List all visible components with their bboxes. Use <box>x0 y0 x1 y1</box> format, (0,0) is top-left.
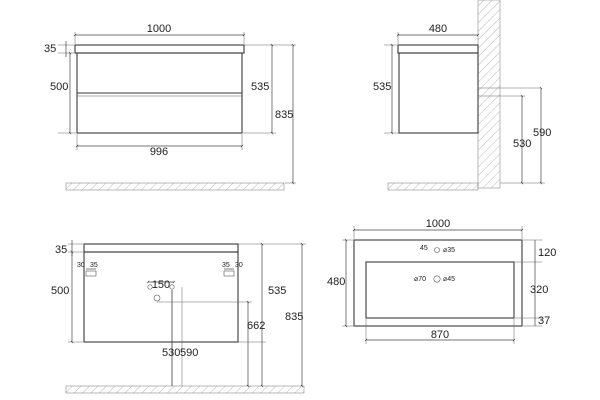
back-height-right-label: 535 <box>268 285 286 297</box>
front-view: 1000 35 500 996 535 835 <box>44 23 296 191</box>
back-left-offset-a: 30 <box>77 262 85 269</box>
back-drain-hole <box>153 294 161 302</box>
back-spacing-label: 150 <box>152 279 170 291</box>
back-right-offset-a: 35 <box>222 262 230 269</box>
side-wall <box>477 0 501 189</box>
front-top-thickness-label: 35 <box>44 43 56 55</box>
plan-outline <box>353 239 523 327</box>
plan-width-label: 1000 <box>426 218 450 230</box>
side-cabinet <box>398 52 479 134</box>
back-countertop <box>83 243 239 253</box>
front-floor <box>65 182 285 191</box>
side-mount-upper-label: 590 <box>533 127 551 139</box>
plan-basin <box>365 261 515 319</box>
back-pipe-hole-right <box>169 284 175 290</box>
plan-tap-offset-label: 45 <box>420 245 428 252</box>
plan-drain-hole-label: ⌀70 <box>414 276 426 283</box>
plan-drain-hole <box>433 275 441 283</box>
front-height-left-label: 500 <box>50 81 68 93</box>
plan-basin-depth-label: 320 <box>530 284 548 296</box>
plan-tap-hole <box>434 247 440 253</box>
plan-tap-hole-label: ⌀35 <box>443 247 455 254</box>
front-countertop <box>74 44 245 54</box>
front-height-right-label: 535 <box>251 81 269 93</box>
side-depth-label: 480 <box>429 23 447 35</box>
plan-depth-label: 480 <box>327 276 345 288</box>
back-view: 35 500 30 35 35 30 150 530 590 535 662 8… <box>51 240 306 394</box>
back-height-left-label: 500 <box>51 285 69 297</box>
side-floor <box>387 182 479 191</box>
side-mount-lower-label: 530 <box>513 138 531 150</box>
side-view: 480 535 590 530 <box>373 0 551 191</box>
back-left-offset-b: 35 <box>90 262 98 269</box>
back-pipe-height-label: 662 <box>247 320 265 332</box>
back-top-thickness-label: 35 <box>55 244 67 256</box>
back-right-offset-b: 30 <box>235 262 243 269</box>
plan-basin-depth-top-label: 120 <box>538 247 556 259</box>
plan-basin-front-label: 37 <box>538 315 550 327</box>
plan-view: 1000 45 ⌀35 ⌀70 ⌀45 480 120 320 37 870 <box>327 218 556 344</box>
back-cabinet <box>83 251 239 343</box>
back-total-height-label: 835 <box>285 311 303 323</box>
front-top-width-label: 1000 <box>147 23 171 35</box>
back-pipe-hole-left <box>147 284 153 290</box>
front-bottom-width-label: 996 <box>150 146 168 158</box>
back-floor <box>65 385 305 394</box>
front-total-height-label: 835 <box>275 109 293 121</box>
back-pipe-height-a: 530 <box>162 347 180 359</box>
side-height-label: 535 <box>373 81 391 93</box>
back-pipe-height-b: 590 <box>180 347 198 359</box>
plan-basin-width-label: 870 <box>431 329 449 341</box>
plan-overflow-hole-label: ⌀45 <box>443 276 455 283</box>
side-countertop <box>397 44 479 54</box>
